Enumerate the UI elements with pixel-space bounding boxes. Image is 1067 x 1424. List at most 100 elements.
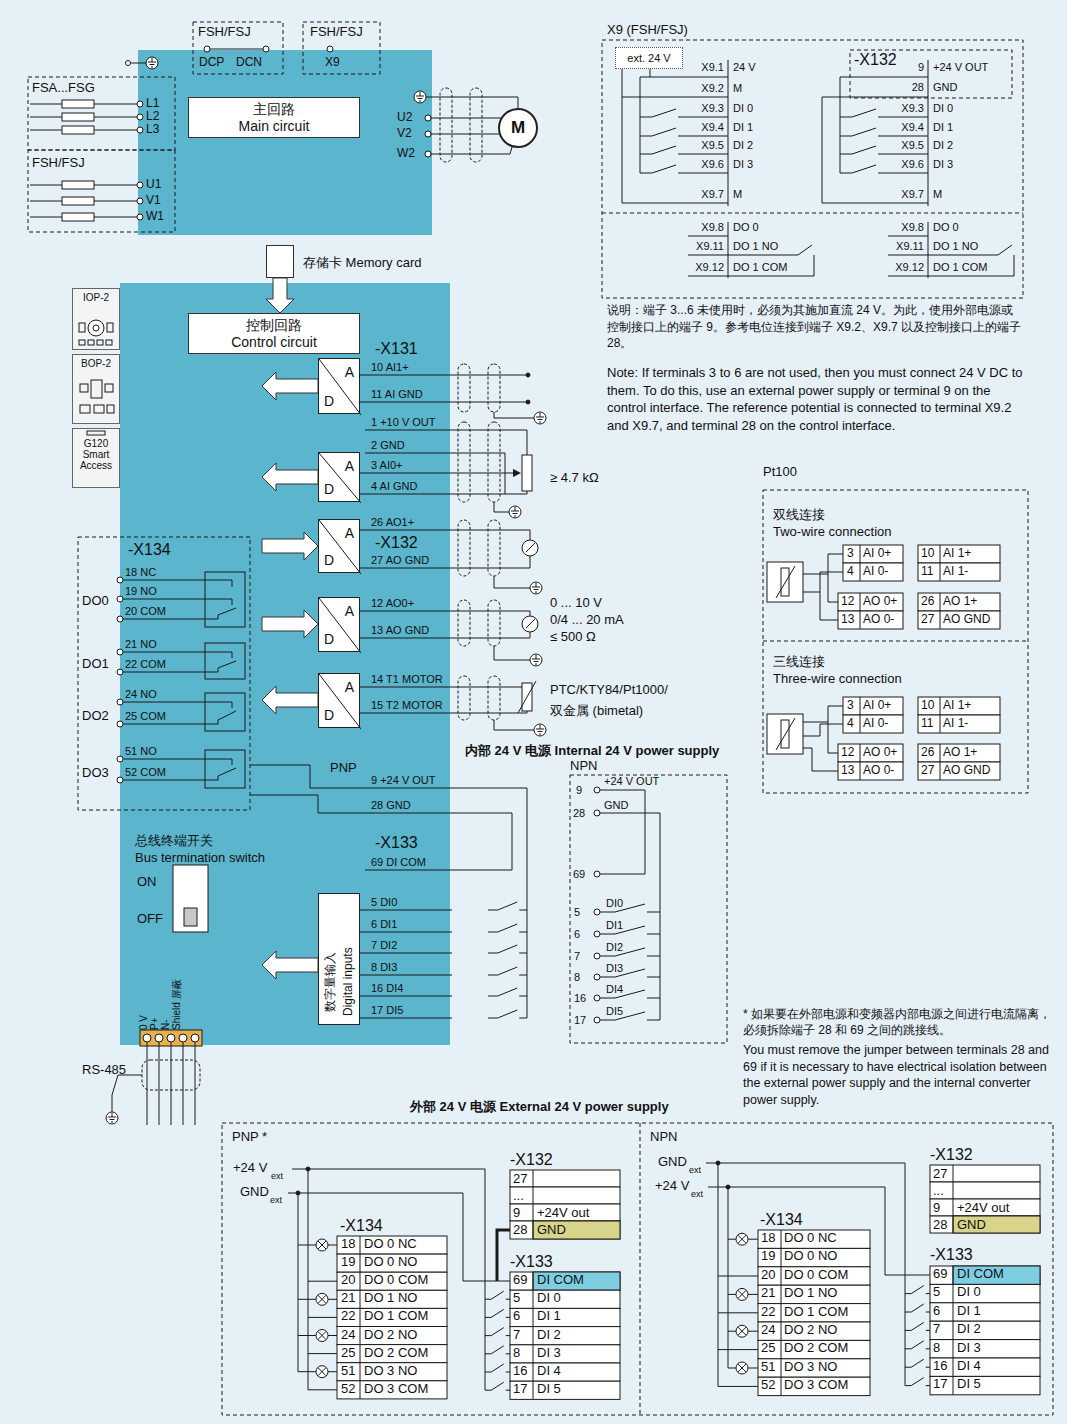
wire: [147, 1042, 148, 1125]
lamp-symbol: [738, 1327, 746, 1335]
terminal-dot: [594, 810, 600, 816]
ground-symbol: [539, 422, 541, 423]
signal-name: DI1: [606, 919, 623, 932]
table-rule: [781, 1267, 782, 1285]
switch-symbol: [911, 1304, 924, 1312]
node-text: M: [511, 118, 525, 138]
terminal-name: DO 3 COM: [784, 1378, 848, 1393]
terminal-name: DO 0 NO: [784, 1249, 837, 1264]
converter-box: AD: [318, 358, 360, 414]
terminal-number: 51: [341, 1364, 355, 1379]
switch-symbol: [491, 1346, 504, 1354]
separator: [602, 213, 1023, 214]
pin-name: AO 1+: [943, 595, 977, 609]
footnote: * 如果要在外部电源和变频器内部电源之间进行电流隔离，必须拆除端子 28 和 6…: [743, 1006, 1061, 1038]
terminal-name: DO 2 NO: [784, 1323, 837, 1338]
ground-symbol: [532, 659, 540, 660]
signal-name: DI 2: [933, 139, 953, 152]
relay-contact: [205, 702, 232, 708]
terminal-label: 16 DI4: [371, 982, 403, 995]
switch-symbol: [905, 1293, 911, 1294]
terminal-number: 24: [341, 1328, 355, 1343]
wire: [292, 1169, 485, 1390]
switch-symbol: [878, 154, 888, 155]
panel-icon: [107, 405, 114, 413]
control-module: [120, 283, 450, 1045]
terminal-line: [360, 530, 452, 531]
table-rule: [781, 1248, 782, 1266]
ground-symbol: [152, 58, 153, 62]
terminal-id: X9.5: [901, 139, 924, 152]
terminal-label: 12 AO0+: [371, 597, 414, 610]
switch-symbol: [647, 912, 660, 913]
table-cell: [758, 1267, 870, 1285]
terminal-dot: [204, 46, 210, 52]
supply-label: +24 V: [655, 1179, 689, 1194]
terminal-number: 7: [513, 1328, 520, 1343]
switch-symbol: [678, 136, 688, 137]
resistor-symbol: [62, 213, 94, 221]
switch-symbol: [878, 136, 888, 137]
table-cell: [758, 1322, 870, 1340]
signal-name: DO 1 NO: [933, 240, 978, 253]
terminal-line: [365, 813, 452, 814]
output-name: DO1: [82, 657, 109, 672]
wire: [452, 430, 527, 455]
variant-frame: [303, 22, 380, 74]
table-rule: [940, 697, 941, 715]
table-cell: [953, 1216, 1040, 1233]
table-rule: [940, 744, 941, 762]
converter-box: AD: [318, 673, 360, 728]
pin-name: 0 V: [139, 1015, 149, 1030]
signal-name: DO 1 COM: [933, 261, 987, 274]
supply-label: GND: [658, 1155, 687, 1170]
panel-icon: [105, 384, 113, 392]
section-heading: 内部 24 V 电源 Internal 24 V power supply: [465, 744, 719, 759]
table-rule: [533, 1327, 534, 1345]
table-cell: [758, 1248, 870, 1266]
table-cell: [930, 1376, 1040, 1394]
pin-name: AO 0+: [863, 595, 897, 609]
signal-name: DO 1 NO: [733, 240, 778, 253]
table-rule: [360, 1327, 361, 1345]
terminal-dot: [179, 1034, 187, 1042]
terminal-number: 8: [513, 1346, 520, 1361]
terminal-label: 8 DI3: [371, 961, 397, 974]
cable-shield: [488, 676, 500, 720]
switch-symbol: [840, 154, 852, 155]
wire: [210, 49, 263, 50]
table-rule: [781, 1230, 782, 1248]
signal-name: DI2: [606, 941, 623, 954]
table-rule: [953, 1303, 954, 1321]
terminal-id: X9.7: [701, 188, 724, 201]
signal-name: GND: [933, 81, 957, 94]
pin-name: AI 0-: [863, 565, 888, 579]
table-cell: [337, 1345, 447, 1363]
signal-arrow: [262, 372, 318, 400]
switch-symbol: [905, 1348, 911, 1349]
terminal-name: U2: [397, 111, 412, 125]
terminal-number: 18: [761, 1231, 775, 1246]
terminal-rail: [728, 60, 729, 206]
pin-name: Shield 屏蔽: [172, 979, 182, 1030]
terminal-line: [120, 599, 205, 600]
terminal-number: 20: [761, 1268, 775, 1283]
panel-icon: [80, 405, 90, 413]
switch-symbol: [498, 1010, 518, 1018]
terminal-label: 26 AO1+: [371, 516, 414, 529]
connection-heading: Two-wire connection: [773, 525, 892, 540]
table-rule: [533, 1345, 534, 1363]
terminal-dot: [117, 777, 123, 783]
converter-diagonal: [319, 359, 361, 415]
node-text: 控制回路: [246, 317, 302, 334]
wire: [494, 720, 534, 730]
terminal-label: 22 COM: [125, 658, 166, 671]
pin-name: AO GND: [943, 764, 990, 778]
relay-contact: [205, 599, 232, 605]
switch-symbol: [852, 146, 876, 154]
table-rule: [360, 1272, 361, 1290]
switch-symbol: [498, 924, 518, 932]
section-heading: 外部 24 V 电源 External 24 V power supply: [410, 1100, 669, 1115]
wire: [298, 1299, 316, 1300]
